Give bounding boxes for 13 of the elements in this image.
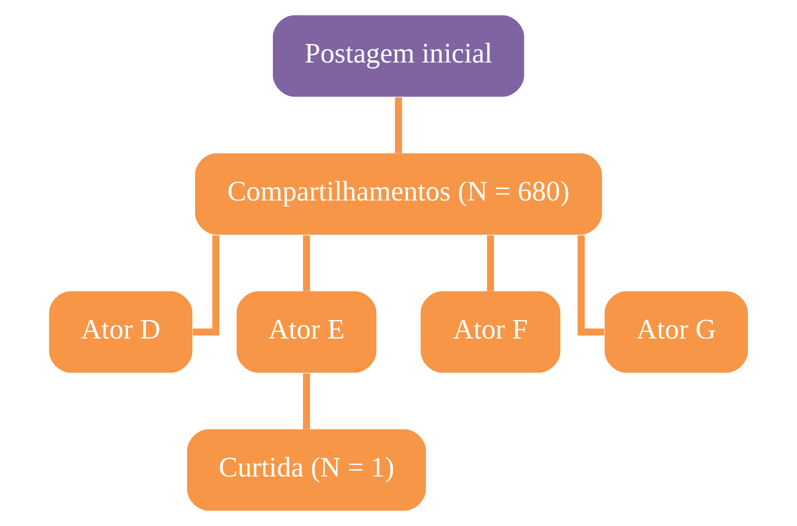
node-box: Ator F — [420, 291, 560, 373]
node-box: Ator D — [49, 291, 192, 373]
node-box: Postagem inicial — [272, 15, 524, 97]
node-box: Compartilhamentos (N = 680) — [195, 153, 602, 235]
node-box: Ator G — [604, 291, 748, 373]
node-box: Curtida (N = 1) — [187, 429, 426, 511]
connector — [486, 235, 494, 292]
connector — [302, 373, 310, 430]
connector — [302, 235, 310, 292]
connector — [578, 235, 604, 336]
connector — [192, 235, 220, 336]
connector — [394, 97, 402, 154]
node-box: Ator E — [236, 291, 376, 373]
